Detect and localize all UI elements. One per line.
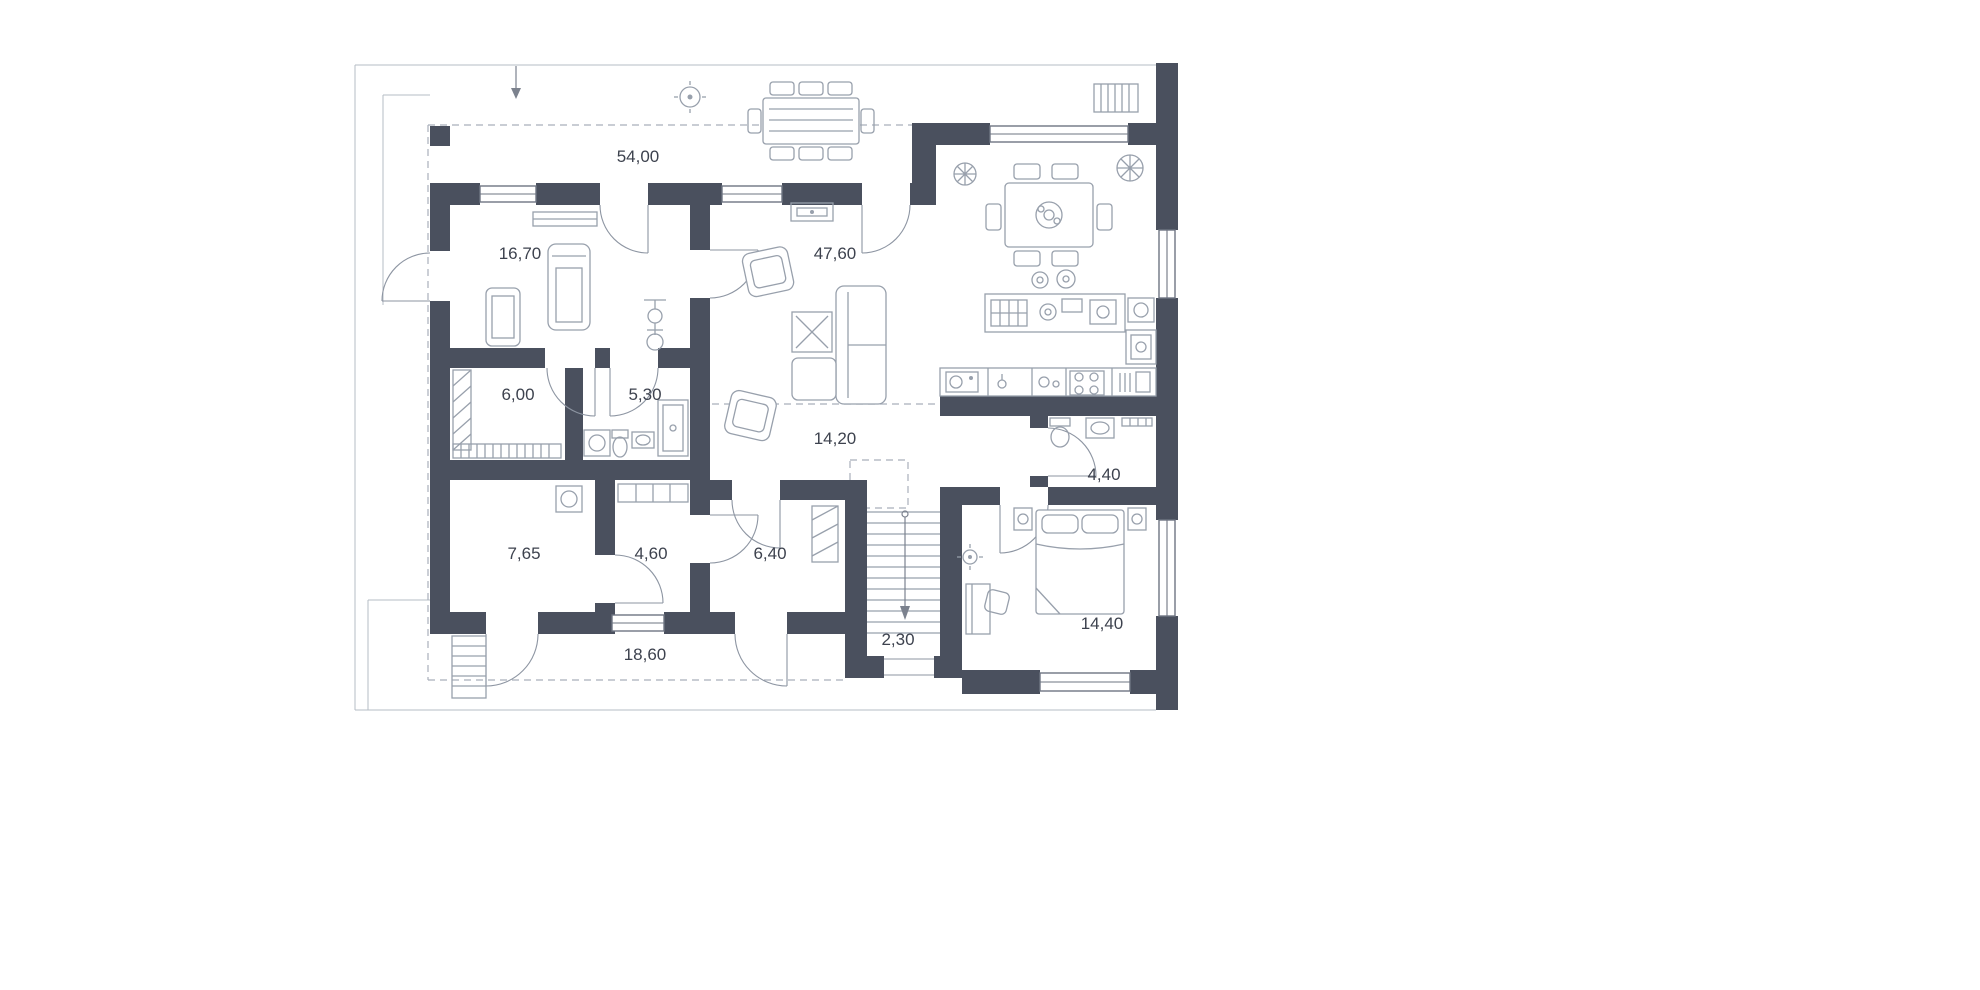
room-labels: 54,00 16,70 47,60 6,00 5,30 14,20 4,40 7… [499, 147, 1124, 664]
washing-machine [583, 429, 611, 457]
fireplace [790, 202, 834, 222]
window [1158, 229, 1176, 299]
room-label-utility: 7,65 [507, 544, 540, 563]
corridor-closet [617, 483, 689, 503]
room-label-gym: 16,70 [499, 244, 542, 263]
bathroom-fixtures [583, 399, 689, 458]
staircase [867, 510, 940, 634]
walls [430, 63, 1178, 710]
room-label-bathroom: 5,30 [628, 385, 661, 404]
ac-unit [1093, 83, 1139, 113]
door-entrance-exterior [734, 633, 788, 687]
nightstand [1127, 507, 1147, 531]
exercise-bench [485, 287, 521, 347]
sink [631, 431, 655, 449]
door-wardrobe [546, 367, 596, 417]
window [1039, 672, 1131, 692]
bedroom-furniture [957, 507, 1147, 635]
door-corridor-entrance [709, 514, 759, 564]
shower [657, 399, 689, 457]
door-hall-entrance [731, 499, 781, 549]
windows [479, 125, 1176, 692]
sink [1085, 417, 1115, 439]
bed [1035, 509, 1125, 615]
door-ensuite [1047, 427, 1097, 477]
window [479, 185, 537, 203]
wardrobe-closet [452, 369, 562, 459]
plant-icon [953, 162, 977, 186]
site-outline [354, 64, 1156, 711]
treadmill [547, 243, 591, 331]
door-utility-terrace [485, 633, 539, 687]
room-label-ensuite: 4,40 [1087, 465, 1120, 484]
armchair [741, 246, 795, 298]
stairs-direction-arrow [900, 510, 910, 620]
dining-table [985, 163, 1113, 267]
desk [965, 583, 991, 635]
door-bathroom [609, 367, 659, 417]
window [721, 185, 783, 203]
room-label-hall: 14,20 [814, 429, 857, 448]
ensuite-fixtures [1049, 417, 1153, 448]
entry-door-threshold [884, 658, 934, 676]
room-label-bedroom: 14,40 [1081, 614, 1124, 633]
plant-icon [1116, 154, 1144, 182]
room-label-entrance: 6,40 [753, 544, 786, 563]
roof-arrow-icon [511, 66, 521, 99]
exercise-bike [644, 299, 666, 351]
pendant-lamp-icon [674, 81, 706, 113]
door-living-terrace [861, 204, 911, 254]
room-label-terrace-bottom: 18,60 [624, 645, 667, 664]
room-label-terrace-top: 54,00 [617, 147, 660, 166]
entrance-closet [811, 505, 839, 563]
room-label-entry-porch: 2,30 [881, 630, 914, 649]
armchair [724, 389, 777, 442]
plant-icon [957, 544, 983, 570]
doors [381, 204, 1097, 687]
exterior-steps [451, 635, 487, 699]
door-exterior-left [381, 252, 431, 302]
room-label-wardrobe: 6,00 [501, 385, 534, 404]
kitchen-counter [939, 367, 1157, 397]
room-label-corridor: 4,60 [634, 544, 667, 563]
window [989, 125, 1129, 143]
gym-equipment [485, 211, 666, 351]
towel-rail [1121, 417, 1153, 427]
window [1158, 519, 1176, 617]
sofa [791, 285, 887, 405]
coffee-table [791, 311, 833, 353]
kitchen-wall-units [1125, 297, 1157, 365]
terrace-dining-table [747, 81, 875, 161]
utility-washer [555, 485, 583, 513]
kitchen-island [984, 269, 1126, 333]
toilet [611, 429, 629, 458]
door-corridor-utility [614, 554, 664, 604]
window [611, 614, 665, 632]
desk-chair [984, 589, 1010, 615]
room-label-living: 47,60 [814, 244, 857, 263]
nightstand [1013, 507, 1033, 531]
toilet [1049, 417, 1071, 448]
door-gym-terrace [599, 204, 649, 254]
